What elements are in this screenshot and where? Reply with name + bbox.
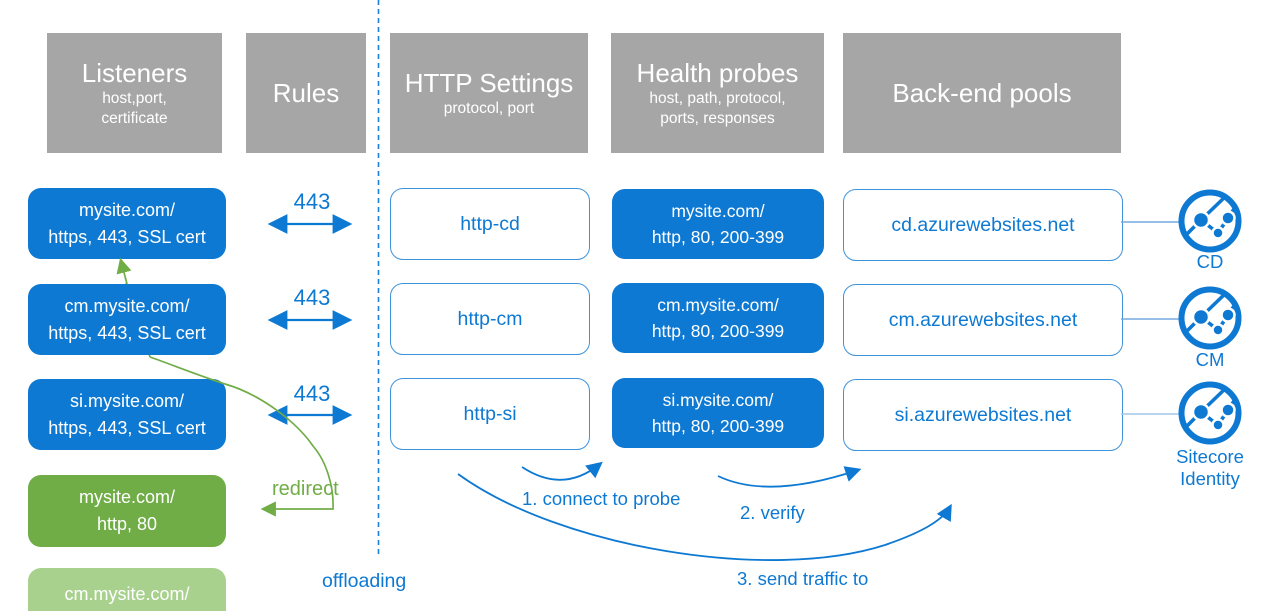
probe-config: http, 80, 200-399 bbox=[651, 227, 785, 247]
header-health-probes-sub1: host, path, protocol, bbox=[649, 89, 786, 107]
rule-port-label-3: 443 bbox=[293, 381, 331, 406]
backend-pool-name: cd.azurewebsites.net bbox=[891, 213, 1075, 236]
listener-config: https, 443, SSL cert bbox=[48, 322, 206, 343]
probe-host: cm.mysite.com/ bbox=[657, 295, 779, 315]
probe-host: mysite.com/ bbox=[671, 201, 765, 221]
header-http-settings: HTTP Settings protocol, port bbox=[390, 33, 588, 153]
listener-host: si.mysite.com/ bbox=[69, 390, 184, 411]
listener-host: mysite.com/ bbox=[78, 199, 175, 220]
backend-pool-box-cd: cd.azurewebsites.net bbox=[843, 189, 1123, 261]
listener-box-cm-https: cm.mysite.com/ https, 443, SSL cert bbox=[28, 284, 226, 355]
header-rules: Rules bbox=[246, 33, 366, 153]
backend-label-si: Sitecore Identity bbox=[1160, 446, 1260, 490]
header-health-probes: Health probes host, path, protocol, port… bbox=[611, 33, 824, 153]
probe-config: http, 80, 200-399 bbox=[651, 321, 785, 341]
backend-label-si-line1: Sitecore bbox=[1176, 446, 1244, 467]
health-probe-box-cd: mysite.com/ http, 80, 200-399 bbox=[612, 189, 824, 259]
step3-label: 3. send traffic to bbox=[737, 568, 869, 589]
redirect-to-https-arrow bbox=[116, 257, 132, 285]
header-http-settings-title: HTTP Settings bbox=[404, 67, 574, 98]
listener-box-mysite-https: mysite.com/ https, 443, SSL cert bbox=[28, 188, 226, 259]
header-health-probes-title: Health probes bbox=[636, 57, 799, 88]
globe-network-icon-si bbox=[1178, 381, 1242, 445]
globe-network-icon-cd bbox=[1178, 189, 1242, 253]
listener-box-cm-http: cm.mysite.com/ bbox=[28, 568, 226, 611]
http-setting-box-cd: http-cd bbox=[390, 188, 590, 260]
offloading-label: offloading bbox=[322, 570, 407, 592]
listener-box-si-https: si.mysite.com/ https, 443, SSL cert bbox=[28, 379, 226, 450]
header-listeners-sub1: host,port, bbox=[102, 89, 167, 107]
http-setting-box-si: http-si bbox=[390, 378, 590, 450]
probe-config: http, 80, 200-399 bbox=[651, 416, 785, 436]
health-probe-box-cm: cm.mysite.com/ http, 80, 200-399 bbox=[612, 283, 824, 353]
health-probe-box-si: si.mysite.com/ http, 80, 200-399 bbox=[612, 378, 824, 448]
backend-pool-box-cm: cm.azurewebsites.net bbox=[843, 284, 1123, 356]
verify-arrow bbox=[717, 466, 862, 488]
header-backend-pools-title: Back-end pools bbox=[892, 77, 1072, 108]
http-setting-box-cm: http-cm bbox=[390, 283, 590, 355]
backend-label-cd: CD bbox=[1196, 251, 1224, 272]
header-listeners-sub2: certificate bbox=[101, 109, 168, 127]
listener-config: http, 80 bbox=[96, 514, 158, 534]
backend-label-cm: CM bbox=[1195, 349, 1225, 370]
listener-host: cm.mysite.com/ bbox=[64, 584, 190, 604]
header-health-probes-sub2: ports, responses bbox=[660, 109, 775, 127]
backend-pool-name: cm.azurewebsites.net bbox=[888, 308, 1078, 331]
redirect-label: redirect bbox=[272, 478, 339, 500]
http-setting-name: http-si bbox=[463, 402, 517, 425]
rule-port-label-1: 443 bbox=[293, 189, 331, 214]
header-backend-pools: Back-end pools bbox=[843, 33, 1121, 153]
listener-box-mysite-http: mysite.com/ http, 80 bbox=[28, 475, 226, 547]
connect-to-probe-arrow bbox=[521, 461, 603, 481]
globe-network-icon-cm bbox=[1178, 286, 1242, 350]
listener-host: mysite.com/ bbox=[78, 487, 175, 507]
rule-port-label-2: 443 bbox=[293, 285, 331, 310]
header-http-settings-sub1: protocol, port bbox=[443, 99, 535, 117]
listener-config: https, 443, SSL cert bbox=[48, 417, 206, 438]
backend-label-si-line2: Identity bbox=[1180, 468, 1240, 489]
backend-pool-name: si.azurewebsites.net bbox=[894, 403, 1072, 426]
listener-host: cm.mysite.com/ bbox=[64, 295, 190, 316]
header-listeners: Listeners host,port, certificate bbox=[47, 33, 222, 153]
listener-config: https, 443, SSL cert bbox=[48, 226, 206, 247]
http-setting-name: http-cm bbox=[457, 307, 523, 330]
step1-label: 1. connect to probe bbox=[522, 488, 681, 509]
header-rules-title: Rules bbox=[272, 77, 340, 108]
header-listeners-title: Listeners bbox=[81, 57, 188, 88]
backend-pool-box-si: si.azurewebsites.net bbox=[843, 379, 1123, 451]
step2-label: 2. verify bbox=[740, 502, 805, 523]
http-setting-name: http-cd bbox=[460, 212, 520, 235]
send-traffic-arrow bbox=[457, 473, 952, 561]
probe-host: si.mysite.com/ bbox=[662, 390, 774, 410]
